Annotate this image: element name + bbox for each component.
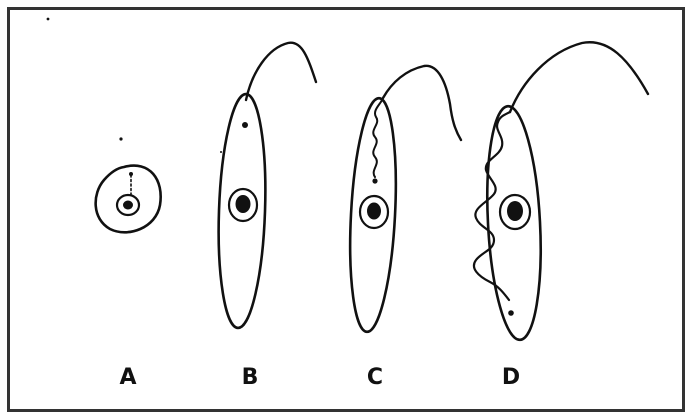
stage-c <box>345 66 461 333</box>
stage-label-c: C <box>367 365 383 390</box>
stage-a-nucleus <box>123 201 133 210</box>
stage-d-flagellum <box>510 42 648 112</box>
figure-frame <box>9 9 684 411</box>
stage-b-kinetoplast <box>242 122 248 128</box>
speck <box>47 18 50 21</box>
stage-d-nucleus <box>507 201 523 221</box>
stage-d-body <box>482 105 546 341</box>
stage-b <box>215 43 316 329</box>
stage-a-kinetoplast <box>129 172 133 176</box>
stage-c-kinetoplast <box>372 178 377 183</box>
stage-c-undulating-membrane <box>373 98 383 177</box>
stage-d-kinetoplast <box>508 310 514 316</box>
stage-a-body <box>96 166 161 233</box>
speck <box>220 151 222 153</box>
stage-a <box>96 137 161 232</box>
stage-c-nucleus <box>367 203 381 220</box>
stage-b-flagellum <box>246 43 316 100</box>
stage-d <box>474 42 648 341</box>
stage-label-a: A <box>119 365 136 390</box>
stage-c-flagellum <box>383 66 461 140</box>
stage-label-d: D <box>502 365 520 390</box>
stage-a-dot <box>119 137 122 140</box>
stage-label-b: B <box>242 365 259 390</box>
stage-b-nucleus <box>236 195 251 213</box>
